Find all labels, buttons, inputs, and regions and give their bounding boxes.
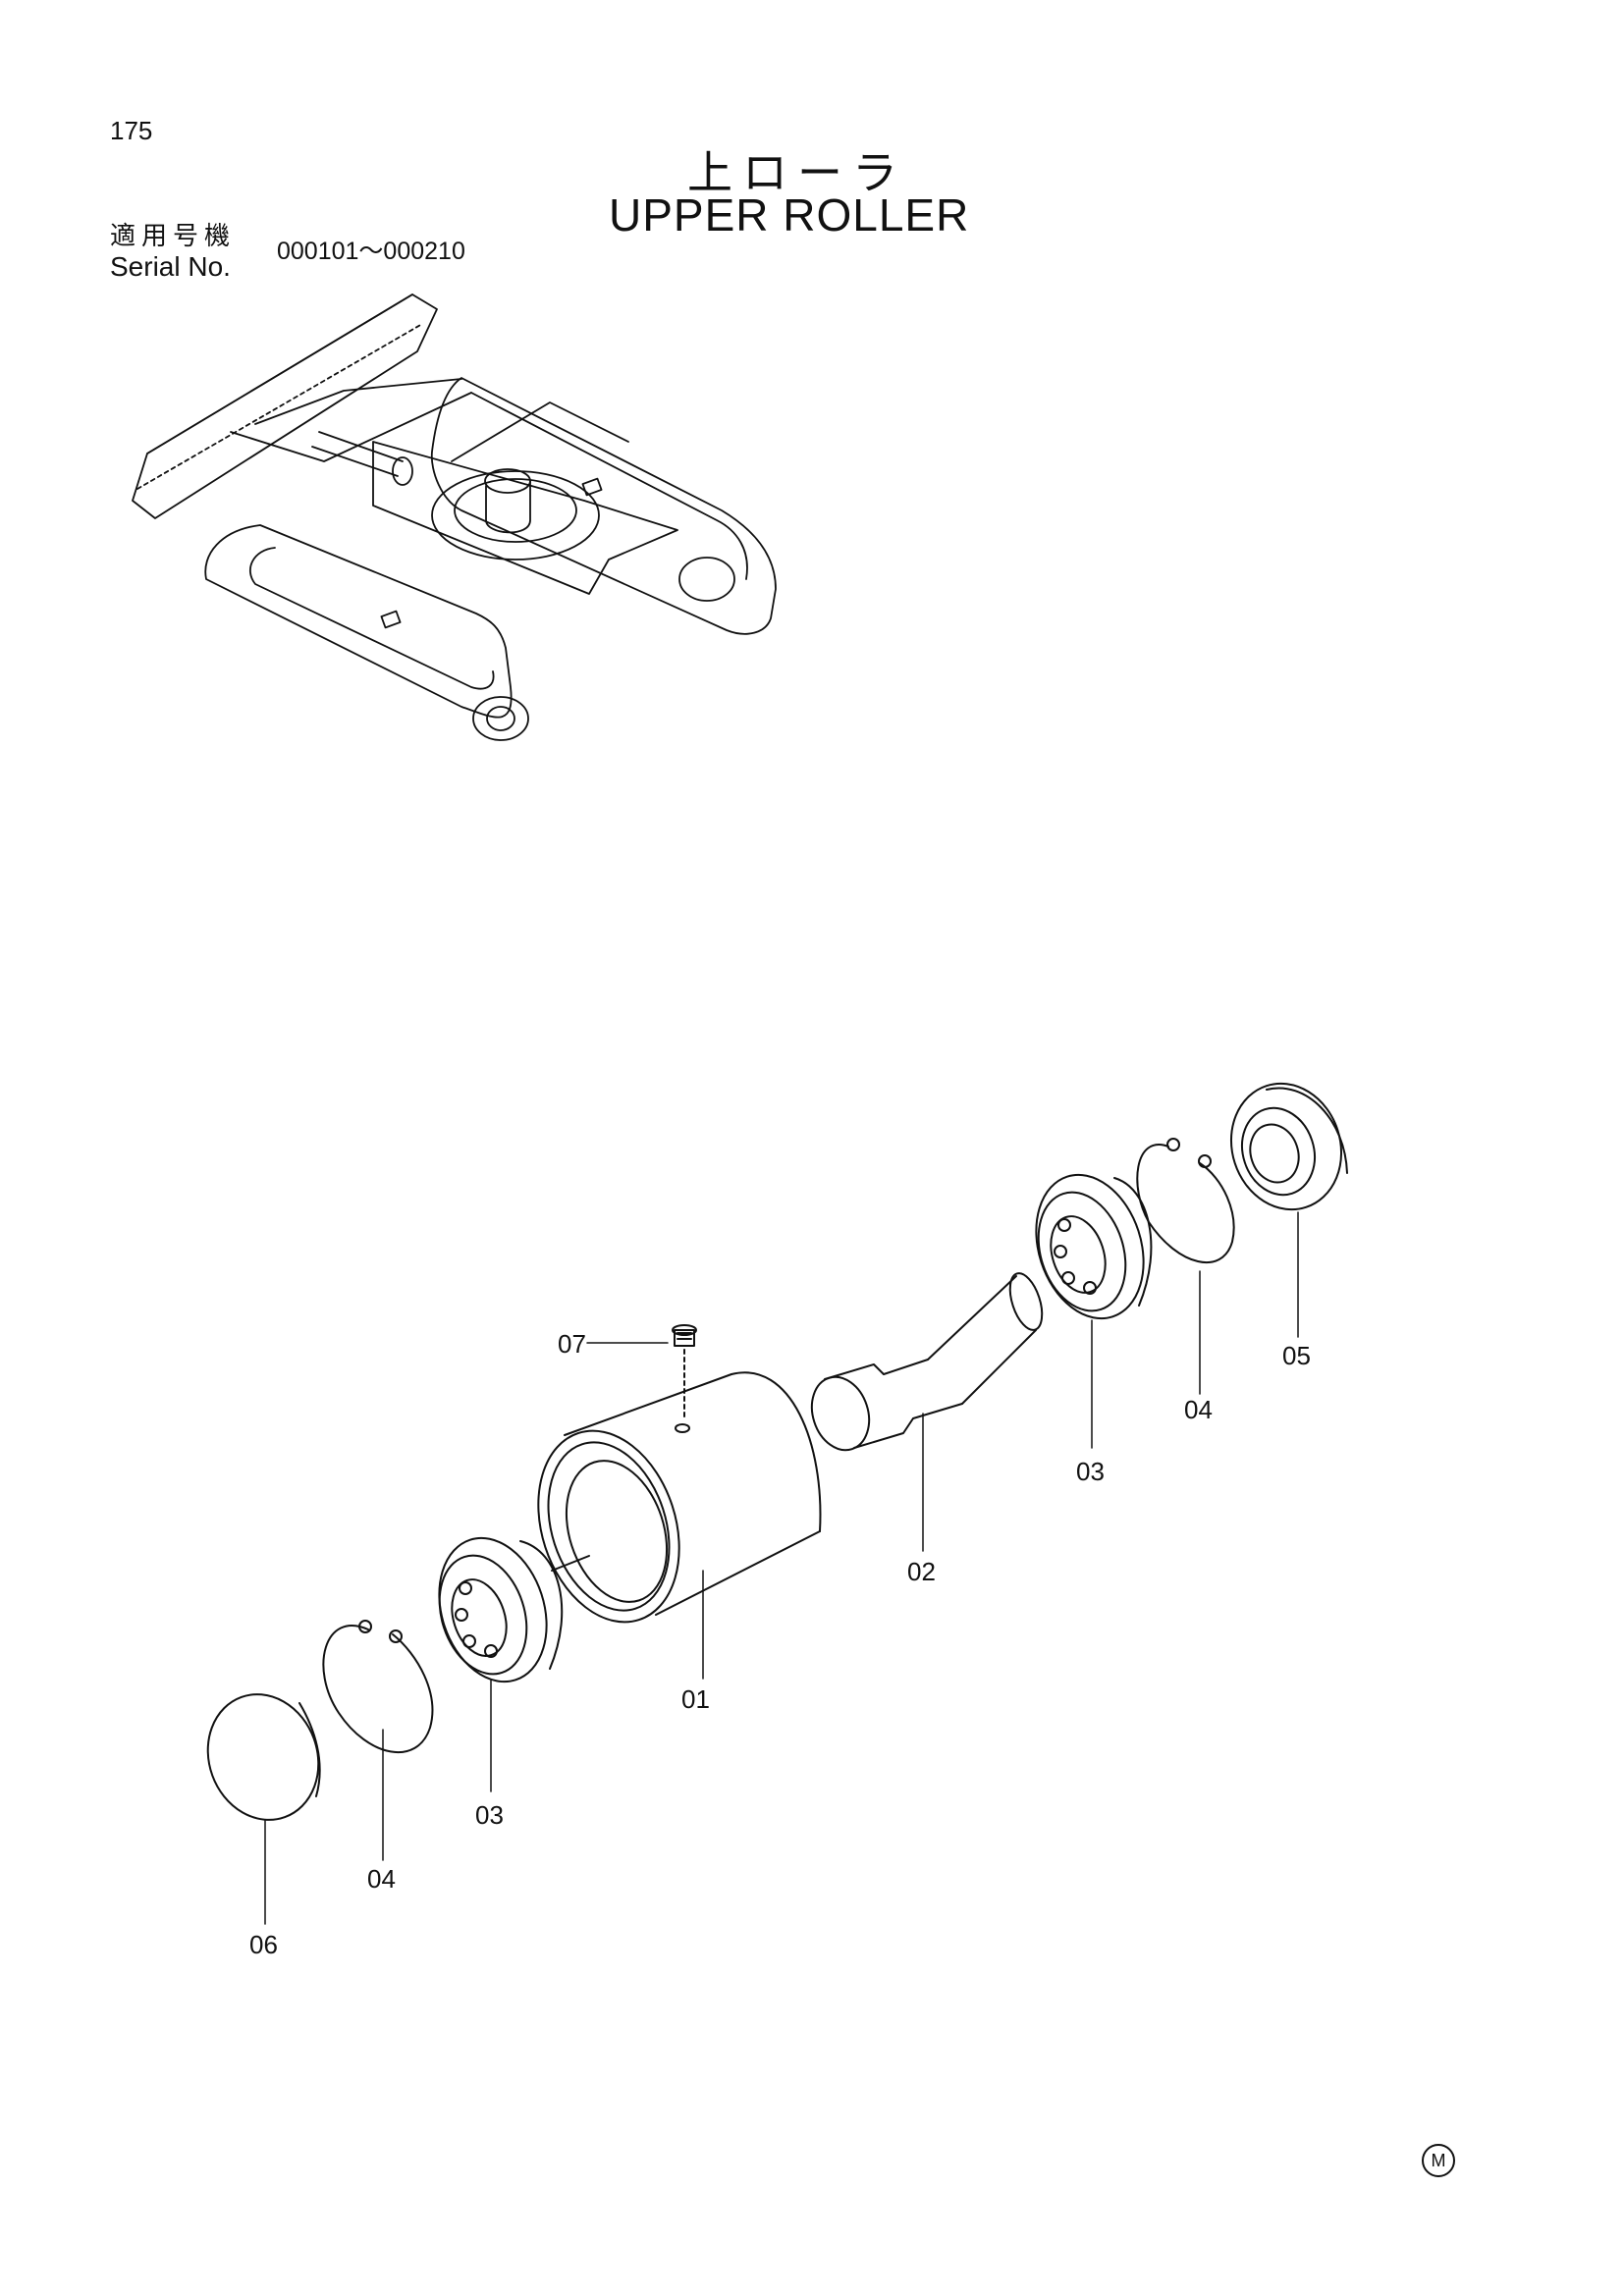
label-part-05: 05 <box>1282 1341 1311 1370</box>
page-number: 175 <box>110 116 153 145</box>
part-07-grease-fitting <box>672 1324 697 1419</box>
label-part-04-right: 04 <box>1184 1395 1213 1424</box>
undercarriage-illustration <box>132 294 777 741</box>
page-title-japanese: 上ローラ <box>687 146 907 199</box>
part-01-roller-body <box>537 1371 822 1624</box>
part-03-right-bearing <box>1035 1173 1153 1320</box>
part-05-seal <box>1229 1082 1348 1211</box>
serial-label-japanese: 適用号機 <box>110 222 237 251</box>
label-part-02: 02 <box>907 1557 936 1586</box>
serial-range: 000101～000210 <box>277 238 465 265</box>
part-06-end-cap <box>206 1693 321 1821</box>
leader-lines <box>264 1211 1299 1925</box>
label-part-04-left: 04 <box>367 1864 396 1894</box>
part-04-left-snap-ring <box>322 1620 434 1753</box>
label-part-03-left: 03 <box>475 1800 504 1830</box>
label-part-06: 06 <box>249 1930 278 1959</box>
corner-circled-mark: M <box>1422 2144 1455 2177</box>
serial-label: Serial No. <box>110 251 231 282</box>
part-02-shaft <box>810 1272 1044 1452</box>
label-part-07: 07 <box>558 1329 586 1359</box>
part-04-right-snap-ring <box>1136 1138 1235 1264</box>
part-03-left-bearing <box>438 1536 564 1683</box>
page-title: UPPER ROLLER <box>609 189 970 240</box>
label-part-01: 01 <box>681 1684 710 1714</box>
label-part-03-right: 03 <box>1076 1457 1105 1486</box>
